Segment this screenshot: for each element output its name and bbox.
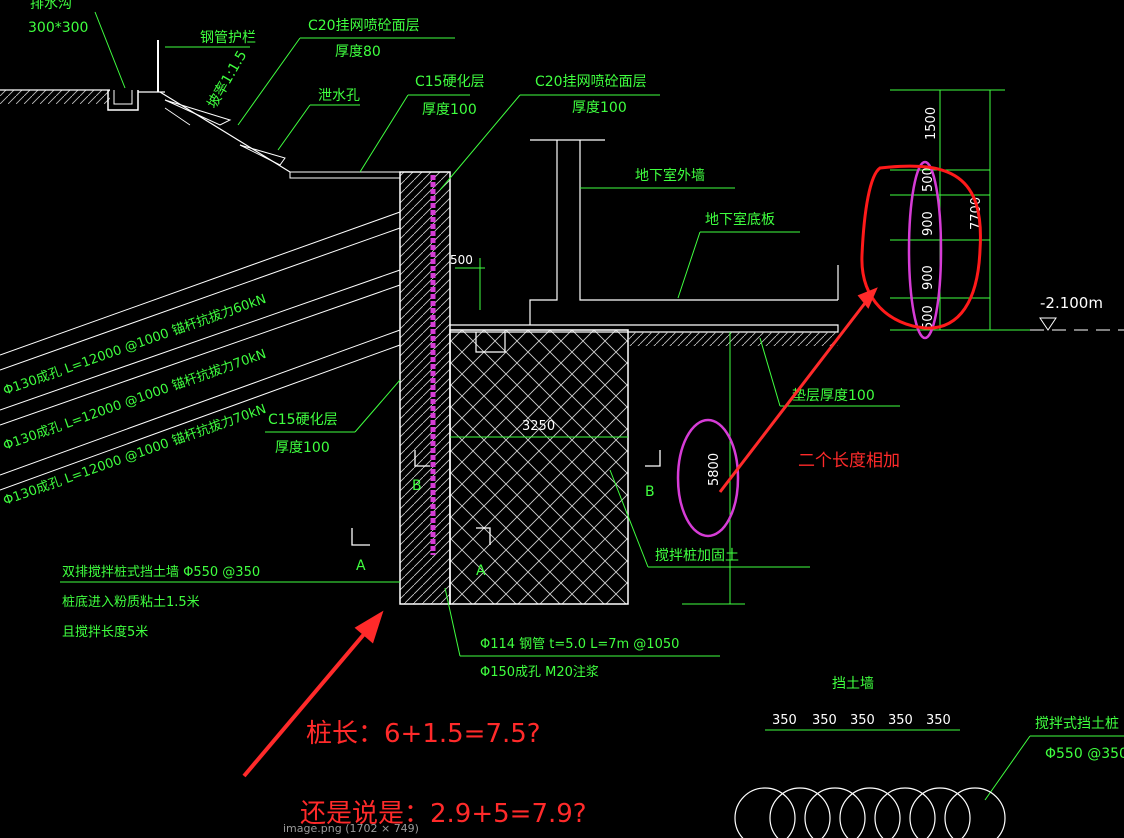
label-c15-top-thk: 厚度100: [422, 102, 477, 118]
label-pile-note-3: 且搅拌长度5米: [62, 624, 148, 640]
label-slope-ratio: 坡率1:1.5: [204, 47, 251, 111]
label-c15-left: C15硬化层: [268, 412, 338, 428]
arrow-to-5800: [718, 287, 878, 493]
slab-drain: [475, 332, 506, 353]
label-steel-pipe-2: Φ150成孔 M20注浆: [480, 665, 599, 680]
label-section-a-right: A: [476, 563, 486, 579]
plan-spacing-2: 350: [850, 713, 875, 728]
highlight-ellipse-dims: [907, 160, 943, 340]
anchor-line-1a: [0, 211, 401, 356]
label-railing: 钢管护栏: [200, 30, 256, 46]
dim-right-0: 1500: [924, 107, 939, 140]
dim-right-2: 900: [921, 211, 936, 236]
label-plan-1: 搅拌式挡土桩: [1035, 715, 1119, 732]
label-dim-500: 500: [450, 253, 473, 267]
anchor-line-2b: [0, 284, 401, 426]
label-section-b-left: B: [412, 478, 422, 494]
dim-right-3: 900: [921, 265, 936, 290]
leader-lines: [60, 11, 1124, 801]
label-c20-right: C20挂网喷砼面层: [535, 74, 647, 90]
label-basement-wall: 地下室外墙: [635, 167, 705, 184]
slab-soil-hatch: [628, 332, 838, 346]
label-steel-pipe-1: Φ114 钢管 t=5.0 L=7m @1050: [480, 637, 679, 652]
plan-spacing-1: 350: [812, 713, 837, 728]
anchor-line-2a: [0, 269, 401, 411]
label-c15-left-thk: 厚度100: [275, 440, 330, 456]
anchor-line-1b: [0, 227, 401, 371]
retaining-wall: [399, 171, 451, 605]
plan-pile-circles: [734, 787, 1006, 838]
label-plan-title: 挡土墙: [832, 676, 874, 692]
basement-wall-right: [579, 140, 838, 301]
label-pile-note-1: 双排搅拌桩式挡土墙 Φ550 @350: [62, 564, 260, 580]
label-elevation: -2.100m: [1040, 294, 1103, 312]
label-c15-top: C15硬化层: [415, 74, 485, 90]
plan-spacing-0: 350: [772, 713, 797, 728]
ground-hatch-left: [0, 90, 110, 104]
label-drain-top: 排水沟: [30, 0, 72, 12]
slope-drain-1: [164, 99, 232, 126]
anchor-line-3b: [0, 344, 401, 491]
label-plan-2: Φ550 @350: [1045, 746, 1124, 762]
c15-top-layer: [289, 171, 401, 179]
anchor-line-3a: [0, 329, 401, 476]
basement-wall-left: [529, 140, 558, 325]
section-marks: [351, 450, 661, 546]
label-section-a-left: A: [356, 558, 366, 574]
label-weep-hole: 泄水孔: [318, 88, 360, 104]
drain-channel-inner: [113, 90, 133, 105]
label-c20-right-thk: 厚度100: [572, 100, 627, 116]
drain-channel: [107, 90, 139, 111]
label-reinforce-soil: 搅拌桩加固土: [655, 547, 739, 564]
annotation-question-1: 桩长：6+1.5=7.5?: [306, 719, 541, 749]
label-cushion: 垫层厚度100: [792, 388, 875, 404]
label-dim-3250: 3250: [522, 419, 555, 434]
label-basement-floor: 地下室底板: [705, 211, 775, 228]
label-drain-size: 300*300: [28, 20, 88, 36]
label-section-b-right: B: [645, 484, 655, 500]
annotation-question-2: 还是说是：2.9+5=7.9?: [300, 799, 587, 829]
highlight-scribble-dims: [860, 164, 982, 330]
annotation-sum-note: 二个长度相加: [798, 451, 900, 471]
slope-drain-2: [239, 144, 286, 166]
highlight-ellipse-5800: [676, 418, 740, 538]
arrow-to-wall: [242, 610, 384, 778]
dim-right-4: 500: [921, 305, 936, 330]
plan-spacing-4: 350: [926, 713, 951, 728]
elevation-marker: [1039, 317, 1057, 331]
label-top-layer-thk: 厚度80: [335, 44, 381, 60]
label-top-layer: C20挂网喷砼面层: [308, 18, 420, 34]
plan-spacing-3: 350: [888, 713, 913, 728]
label-anchor-3: Φ130成孔 L=12000 @1000 锚杆抗拔力70kN: [1, 402, 268, 509]
mixing-pile-block: [449, 329, 629, 605]
label-dim-5800: 5800: [707, 453, 722, 486]
image-caption: image.png (1702 × 749): [283, 822, 419, 835]
label-pile-note-2: 桩底进入粉质粘土1.5米: [62, 594, 200, 610]
slope-inner-1: [164, 107, 191, 126]
